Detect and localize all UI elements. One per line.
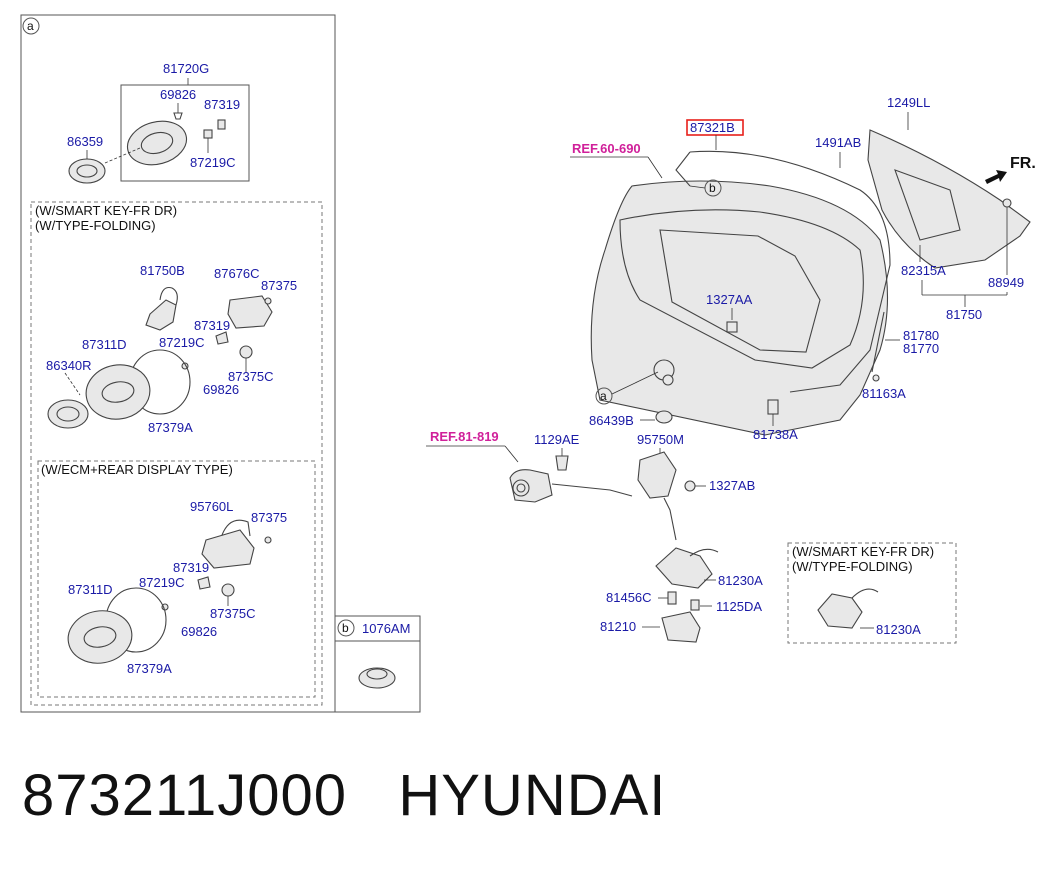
footer-caption: 873211J000 HYUNDAI bbox=[22, 762, 666, 829]
label-87321B[interactable]: 87321B bbox=[690, 120, 735, 135]
trim-panel-part bbox=[867, 129, 1031, 269]
highlight-box bbox=[686, 119, 744, 136]
tailgate-part bbox=[590, 180, 888, 436]
emblem-badge-part bbox=[68, 158, 106, 184]
label-81210[interactable]: 81210 bbox=[600, 619, 636, 634]
panel-b-circle-label: b bbox=[342, 621, 349, 635]
label-81230A[interactable]: 81230A bbox=[718, 573, 763, 588]
label-1491AB[interactable]: 1491AB bbox=[815, 135, 861, 150]
label-82315A[interactable]: 82315A bbox=[901, 263, 946, 278]
callout-b-label: b bbox=[709, 181, 716, 195]
ecm-condition: (W/ECM+REAR DISPLAY TYPE) bbox=[41, 462, 233, 477]
panel-a-circle bbox=[22, 17, 40, 35]
label-87219C-b[interactable]: 87219C bbox=[139, 575, 185, 590]
inset-frame bbox=[787, 542, 957, 644]
plug-part bbox=[358, 667, 396, 689]
label-87219C[interactable]: 87219C bbox=[190, 155, 236, 170]
label-87375-b[interactable]: 87375 bbox=[251, 510, 287, 525]
label-69826[interactable]: 69826 bbox=[160, 87, 196, 102]
label-86439B[interactable]: 86439B bbox=[589, 413, 634, 428]
inset-label-81230A[interactable]: 81230A bbox=[876, 622, 921, 637]
striker-part bbox=[661, 611, 701, 643]
label-81720G[interactable]: 81720G bbox=[163, 61, 209, 76]
ecm-camera-part bbox=[201, 529, 255, 569]
label-87319-b[interactable]: 87319 bbox=[173, 560, 209, 575]
weatherstrip-part bbox=[689, 150, 891, 393]
ref-60-690[interactable]: REF.60-690 bbox=[572, 141, 641, 156]
smart-key-condition-1: (W/SMART KEY-FR DR) bbox=[35, 203, 177, 218]
label-88949[interactable]: 88949 bbox=[988, 275, 1024, 290]
inset-condition-2: (W/TYPE-FOLDING) bbox=[792, 559, 913, 574]
front-direction-label: FR. bbox=[1010, 155, 1036, 172]
label-87311D-b[interactable]: 87311D bbox=[68, 582, 113, 597]
bracket-part bbox=[227, 295, 273, 329]
label-1125DA[interactable]: 1125DA bbox=[716, 599, 762, 614]
label-87311D-a[interactable]: 87311D bbox=[82, 337, 127, 352]
tailgate-window bbox=[619, 209, 864, 369]
label-87219C-a[interactable]: 87219C bbox=[159, 335, 205, 350]
label-81738A[interactable]: 81738A bbox=[753, 427, 798, 442]
front-arrow-icon bbox=[985, 170, 1007, 184]
label-95750M[interactable]: 95750M bbox=[637, 432, 684, 447]
label-86340R[interactable]: 86340R bbox=[46, 358, 92, 373]
ecm-section-frame bbox=[37, 460, 316, 698]
label-87319-a[interactable]: 87319 bbox=[194, 318, 230, 333]
garnish-part-b bbox=[67, 610, 133, 664]
label-81770[interactable]: 81770 bbox=[903, 341, 939, 356]
gas-strut-part bbox=[871, 311, 885, 373]
panel-b-frame bbox=[334, 615, 421, 713]
callout-a-circle[interactable] bbox=[595, 387, 613, 405]
emblem-part bbox=[126, 120, 188, 166]
label-87375-a[interactable]: 87375 bbox=[261, 278, 297, 293]
panel-a-circle-label: a bbox=[27, 19, 34, 33]
label-87379A-b[interactable]: 87379A bbox=[127, 661, 172, 676]
panel-a-frame bbox=[20, 14, 336, 713]
ref-81-819[interactable]: REF.81-819 bbox=[430, 429, 499, 444]
label-87676C[interactable]: 87676C bbox=[214, 266, 260, 281]
label-1327AB[interactable]: 1327AB bbox=[709, 478, 755, 493]
label-81750[interactable]: 81750 bbox=[946, 307, 982, 322]
smart-key-section-frame bbox=[30, 201, 323, 706]
plug-main-part bbox=[655, 410, 673, 424]
actuator-part bbox=[637, 451, 677, 499]
label-81780[interactable]: 81780 bbox=[903, 328, 939, 343]
label-87375C-a[interactable]: 87375C bbox=[228, 369, 274, 384]
label-87319[interactable]: 87319 bbox=[204, 97, 240, 112]
inset-condition-1: (W/SMART KEY-FR DR) bbox=[792, 544, 934, 559]
label-81163A[interactable]: 81163A bbox=[862, 386, 906, 401]
label-87375C-b[interactable]: 87375C bbox=[210, 606, 256, 621]
label-1249LL[interactable]: 1249LL bbox=[887, 95, 930, 110]
label-81750B[interactable]: 81750B bbox=[140, 263, 185, 278]
callout-a-label: a bbox=[600, 389, 607, 403]
label-95760L[interactable]: 95760L bbox=[190, 499, 233, 514]
label-69826-b[interactable]: 69826 bbox=[181, 624, 217, 639]
inset-latch-part bbox=[817, 593, 863, 629]
label-69826-a[interactable]: 69826 bbox=[203, 382, 239, 397]
smart-key-condition-2: (W/TYPE-FOLDING) bbox=[35, 218, 156, 233]
footer-part-number: 873211J000 bbox=[22, 763, 348, 828]
garnish-part bbox=[85, 364, 151, 420]
label-81456C[interactable]: 81456C bbox=[606, 590, 652, 605]
latch-part bbox=[655, 547, 713, 589]
label-86359[interactable]: 86359 bbox=[67, 134, 103, 149]
smart-key-switch-part bbox=[145, 299, 177, 331]
footer-brand: HYUNDAI bbox=[398, 763, 667, 828]
top-group-box bbox=[120, 84, 250, 182]
label-1076AM[interactable]: 1076AM bbox=[362, 621, 410, 636]
label-1327AA[interactable]: 1327AA bbox=[706, 292, 753, 307]
label-1129AE[interactable]: 1129AE bbox=[534, 432, 580, 447]
panel-b-circle bbox=[337, 619, 355, 637]
label-87379A-a[interactable]: 87379A bbox=[148, 420, 193, 435]
emblem-part-a bbox=[47, 399, 89, 429]
parts-diagram: a 81720G 69826 87319 86359 87219C (W/SMA… bbox=[20, 14, 1036, 713]
